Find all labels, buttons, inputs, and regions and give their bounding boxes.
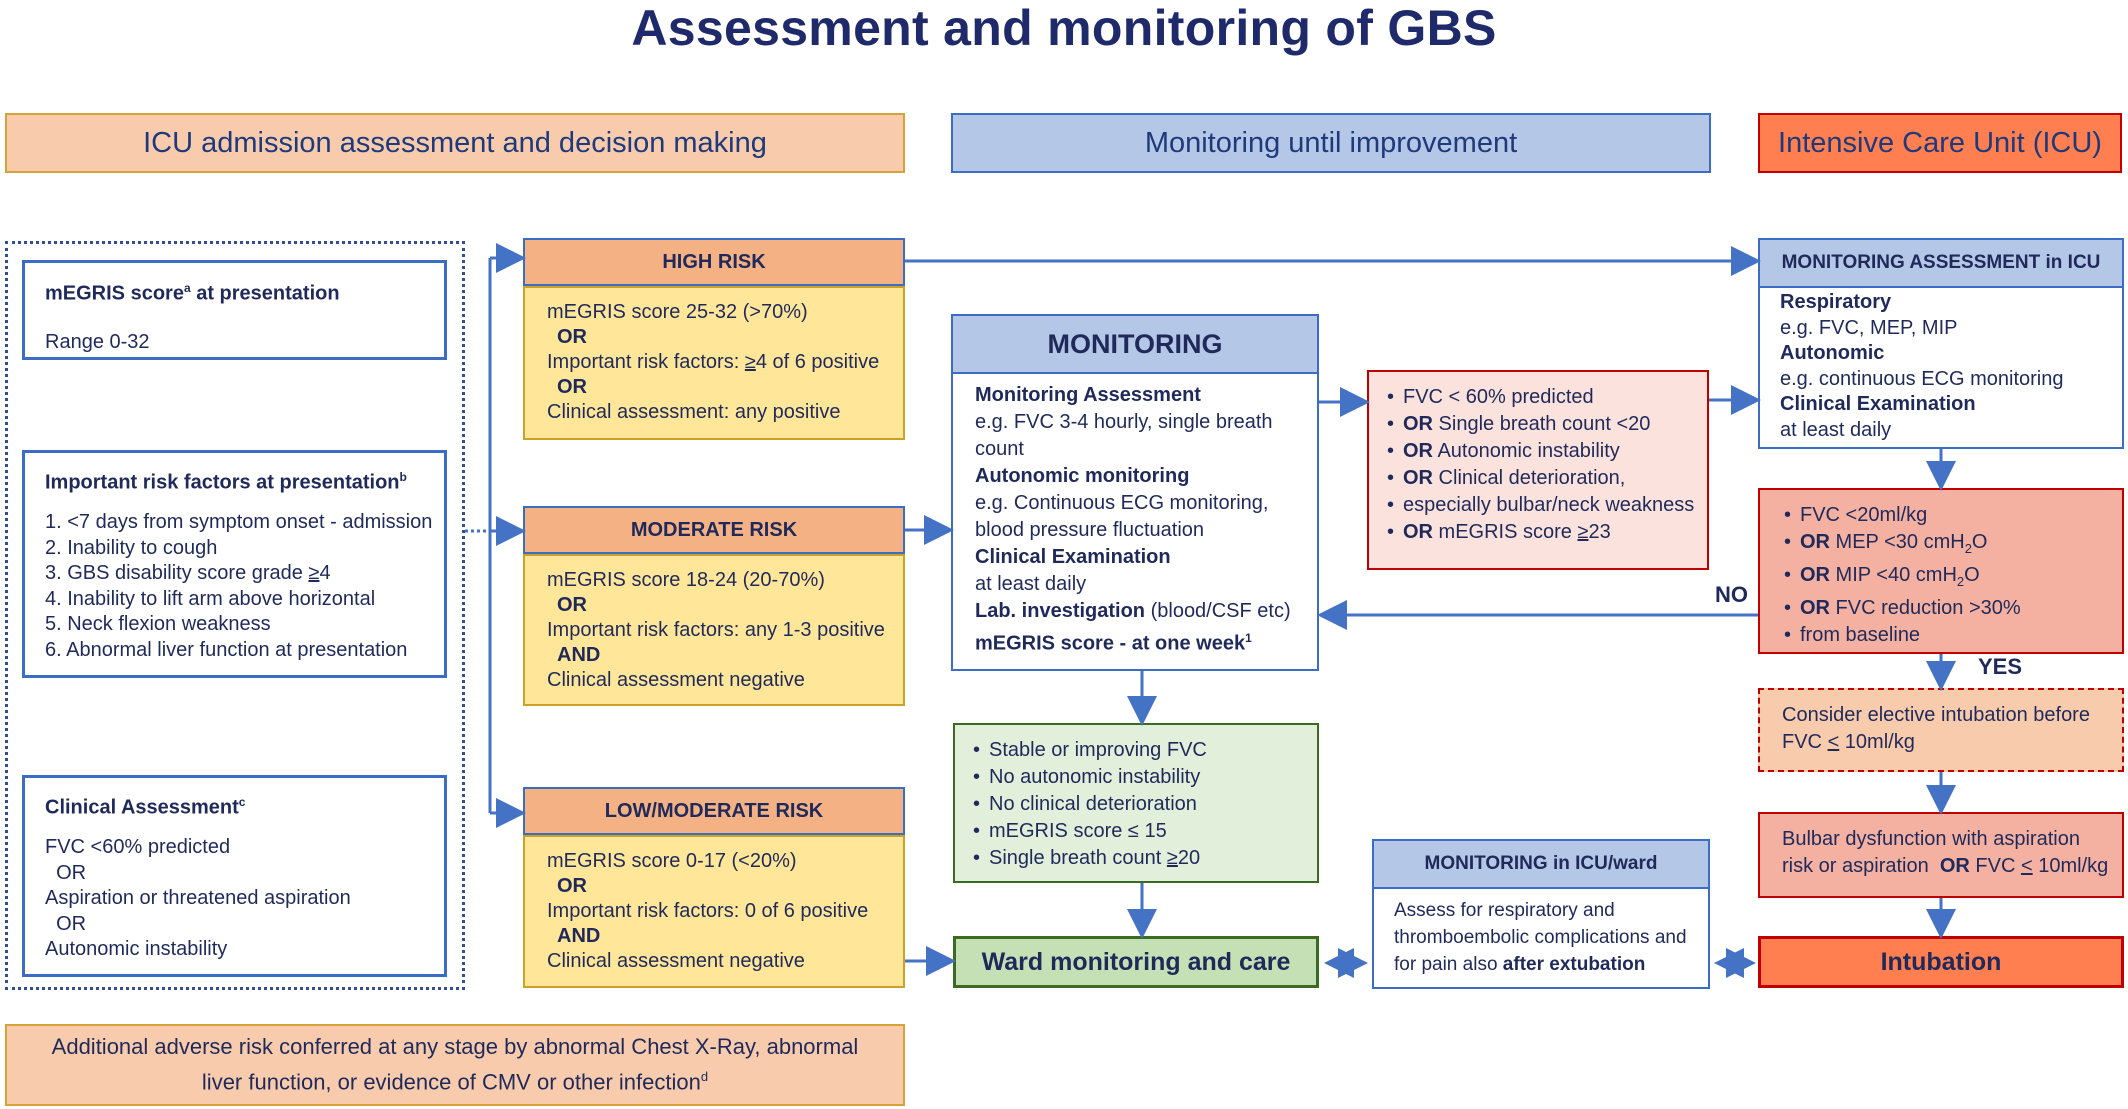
high-risk-line: Clinical assessment: any positive (547, 401, 841, 423)
icu-monitoring-assessment-box: MONITORING ASSESSMENT in ICU Respiratory… (1758, 238, 2124, 449)
low-moderate-risk-criteria-box: mEGRIS score 0-17 (<20%) OR Important ri… (523, 835, 905, 988)
clinical-line: OR (45, 912, 87, 935)
icu-criteria-item: OR FVC reduction >30% (1784, 595, 2122, 622)
clinical-examination-text: at least daily (975, 573, 1087, 595)
clinical-line: Aspiration or threatened aspiration (45, 887, 351, 910)
low-risk-line: mEGRIS score 0-17 (<20%) (547, 850, 797, 872)
lab-investigation-line: Lab. investigation (blood/CSF etc) (975, 600, 1291, 622)
megris-score-range: Range 0-32 (45, 330, 150, 353)
risk-factor-item: 2. Inability to cough (45, 536, 218, 559)
low-risk-and: AND (557, 925, 601, 947)
monitoring-assessment-text: e.g. FVC 3-4 hourly, single breath count (975, 411, 1273, 460)
icu-criteria-item: OR MEP <30 cmH2O (1784, 529, 2122, 562)
clinical-line: Autonomic instability (45, 938, 228, 961)
improvement-item: No autonomic instability (973, 764, 1317, 791)
autonomic-monitoring-text: e.g. Continuous ECG monitoring, blood pr… (975, 492, 1269, 541)
risk-factor-item: 4. Inability to lift arm above horizonta… (45, 587, 376, 610)
megris-score-title: mEGRIS scorea at presentation (45, 281, 340, 305)
additional-risk-text: Additional adverse risk conferred at any… (51, 1034, 859, 1095)
criteria-item: OR mEGRIS score ≥23 (1387, 519, 1707, 546)
column-header-icu-admission-label: ICU admission assessment and decision ma… (143, 126, 767, 159)
risk-factor-item: 3. GBS disability score grade ≥4 (45, 562, 331, 585)
megris-week-line: mEGRIS score - at one week1 (975, 631, 1252, 655)
moderate-risk-line: Important risk factors: any 1-3 positive (547, 619, 885, 641)
improvement-item: Single breath count ≥20 (973, 845, 1317, 872)
icu-ward-monitoring-header: MONITORING in ICU/ward (1374, 841, 1708, 889)
icu-clinical-examination-text: at least daily (1780, 418, 1892, 441)
high-risk-header: HIGH RISK (523, 238, 905, 286)
improvement-criteria-box: Stable or improving FVC No autonomic ins… (953, 723, 1319, 883)
risk-factors-title: Important risk factors at presentationb (45, 470, 407, 494)
yes-label: YES (1978, 654, 2023, 679)
criteria-item-continuation: especially bulbar/neck weakness (1387, 492, 1707, 519)
moderate-risk-line: Clinical assessment negative (547, 669, 805, 691)
ward-monitoring-label: Ward monitoring and care (981, 947, 1291, 976)
autonomic-monitoring-title: Autonomic monitoring (975, 465, 1190, 487)
low-moderate-risk-header: LOW/MODERATE RISK (523, 787, 905, 835)
improvement-item: No clinical deterioration (973, 791, 1317, 818)
clinical-examination-title: Clinical Examination (975, 546, 1171, 568)
low-risk-line: Clinical assessment negative (547, 950, 805, 972)
criteria-item: OR Clinical deterioration, (1387, 465, 1707, 492)
high-risk-line: mEGRIS score 25-32 (>70%) (547, 301, 808, 323)
icu-monitoring-assessment-header: MONITORING ASSESSMENT in ICU (1760, 240, 2122, 288)
respiratory-title: Respiratory (1780, 291, 1892, 313)
assessment-group-dotted-border (5, 241, 465, 990)
column-header-icu-admission: ICU admission assessment and decision ma… (5, 113, 905, 173)
icu-clinical-examination-title: Clinical Examination (1780, 393, 1976, 415)
clinical-line: OR (45, 861, 87, 884)
clinical-line: FVC <60% predicted (45, 836, 231, 859)
risk-factor-item: 5. Neck flexion weakness (45, 613, 271, 636)
moderate-risk-header: MODERATE RISK (523, 506, 905, 554)
low-risk-or: OR (557, 875, 587, 897)
column-header-monitoring-label: Monitoring until improvement (1144, 126, 1518, 159)
column-header-monitoring: Monitoring until improvement (951, 113, 1711, 173)
autonomic-text: e.g. continuous ECG monitoring (1780, 367, 2064, 390)
icu-criteria-item-continuation: from baseline (1784, 622, 2122, 649)
high-risk-or: OR (557, 326, 587, 348)
autonomic-title: Autonomic (1780, 342, 1885, 364)
moderate-risk-and: AND (557, 644, 601, 666)
icu-ward-monitoring-box: MONITORING in ICU/ward Assess for respir… (1372, 839, 1710, 989)
megris-score-box: mEGRIS scorea at presentation Range 0-32 (22, 260, 447, 360)
additional-risk-note: Additional adverse risk conferred at any… (5, 1024, 905, 1106)
improvement-item: mEGRIS score ≤ 15 (973, 818, 1317, 845)
high-risk-or: OR (557, 376, 587, 398)
column-header-icu: Intensive Care Unit (ICU) (1758, 113, 2122, 173)
clinical-assessment-box: Clinical Assessmentc FVC <60% predicted … (22, 775, 447, 977)
criteria-item: OR Single breath count <20 (1387, 411, 1707, 438)
page-title: Assessment and monitoring of GBS (631, 0, 1497, 56)
risk-factor-item: 6. Abnormal liver function at presentati… (45, 638, 408, 661)
moderate-risk-criteria-box: mEGRIS score 18-24 (20-70%) OR Important… (523, 554, 905, 706)
low-risk-line: Important risk factors: 0 of 6 positive (547, 900, 869, 922)
monitoring-header: MONITORING (953, 316, 1317, 374)
respiratory-text: e.g. FVC, MEP, MIP (1780, 316, 1958, 339)
intubation-label: Intubation (1880, 947, 2002, 976)
risk-factor-item: 1. <7 days from symptom onset - admissio… (45, 511, 433, 534)
icu-criteria-item: OR MIP <40 cmH2O (1784, 562, 2122, 595)
elective-intubation-box: Consider elective intubation before FVC … (1758, 688, 2124, 772)
deterioration-criteria-box: FVC < 60% predicted OR Single breath cou… (1367, 370, 1709, 570)
no-label: NO (1715, 582, 1748, 607)
monitoring-assessment-title: Monitoring Assessment (975, 384, 1201, 406)
risk-factors-box: Important risk factors at presentationb … (22, 450, 447, 678)
icu-ward-monitoring-text: Assess for respiratory and thromboemboli… (1394, 900, 1687, 975)
clinical-assessment-title: Clinical Assessmentc (45, 795, 246, 819)
criteria-item: FVC < 60% predicted (1387, 384, 1707, 411)
criteria-item: OR Autonomic instability (1387, 438, 1707, 465)
monitoring-box: MONITORING Monitoring Assessment e.g. FV… (951, 314, 1319, 671)
improvement-item: Stable or improving FVC (973, 737, 1317, 764)
moderate-risk-line: mEGRIS score 18-24 (20-70%) (547, 569, 825, 591)
moderate-risk-or: OR (557, 594, 587, 616)
bulbar-dysfunction-box: Bulbar dysfunction with aspiration risk … (1758, 812, 2124, 898)
icu-criteria-item: FVC <20ml/kg (1784, 502, 2122, 529)
high-risk-line: Important risk factors: ≥4 of 6 positive (547, 351, 880, 373)
column-header-icu-label: Intensive Care Unit (ICU) (1778, 126, 2102, 159)
high-risk-criteria-box: mEGRIS score 25-32 (>70%) OR Important r… (523, 286, 905, 440)
